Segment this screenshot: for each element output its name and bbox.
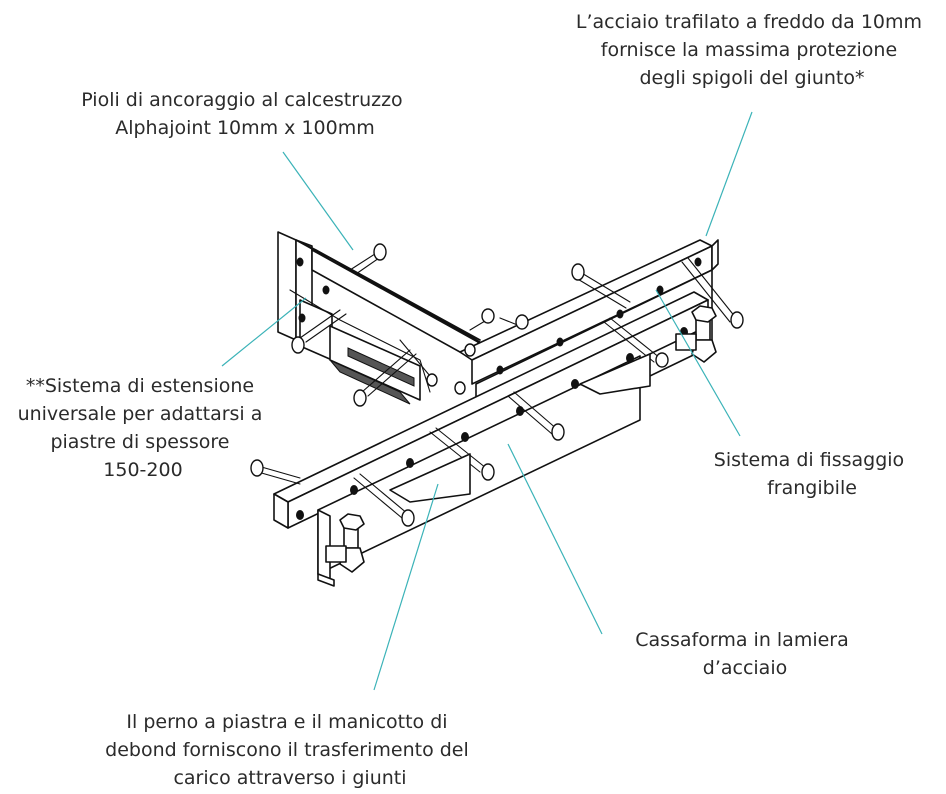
leader-dowel-sleeve (373, 483, 439, 691)
leader-extension-system (221, 297, 307, 367)
label-anchor-studs-line-1: Pioli di ancoraggio al calcestruzzo (81, 89, 402, 111)
label-steel-edge-line-2: fornisce la massima protezione (601, 39, 897, 61)
label-steel-formwork-line-1: Cassaforma in lamiera (635, 629, 849, 651)
label-steel-edge-line-1: L’acciaio trafilato a freddo da 10mm (576, 11, 922, 33)
label-dowel-sleeve-line-3: carico attraverso i giunti (173, 767, 406, 789)
dowel-plate-right (579, 353, 651, 395)
label-dowel-sleeve: Il perno a piastra e il manicotto di deb… (105, 711, 475, 789)
label-frangible-fixing-line-1: Sistema di fissaggio (714, 449, 904, 471)
label-anchor-studs: Pioli di ancoraggio al calcestruzzo Alph… (81, 89, 408, 139)
label-frangible-fixing-line-2: frangibile (767, 477, 857, 499)
leader-steel-formwork (507, 443, 603, 635)
label-steel-formwork: Cassaforma in lamiera d’acciaio (635, 629, 855, 679)
joint-assembly-drawing (250, 231, 744, 587)
label-anchor-studs-line-2: Alphajoint 10mm x 100mm (115, 117, 375, 139)
label-extension-system: **Sistema di estensione universale per a… (18, 375, 269, 481)
leader-steel-edge (705, 111, 753, 237)
extension-bracket (299, 299, 333, 361)
anchor-studs (250, 243, 744, 527)
label-frangible-fixing: Sistema di fissaggio frangibile (714, 449, 910, 499)
label-dowel-sleeve-line-1: Il perno a piastra e il manicotto di (126, 711, 447, 733)
label-extension-system-line-4: 150-200 (103, 459, 182, 481)
frangible-bolts (317, 305, 717, 587)
dowel-plates (389, 353, 651, 503)
label-steel-edge-line-3: degli spigoli del giunto* (640, 67, 865, 89)
label-steel-formwork-line-2: d’acciaio (703, 657, 787, 679)
left-end-plate (277, 231, 297, 341)
leader-frangible-fixing (655, 289, 741, 437)
label-extension-system-line-2: universale per adattarsi a (18, 403, 263, 425)
leader-anchor-studs (282, 151, 354, 251)
label-dowel-sleeve-line-2: debond forniscono il trasferimento del (105, 739, 469, 761)
label-steel-edge: L’acciaio trafilato a freddo da 10mm for… (576, 11, 928, 89)
label-extension-system-line-3: piastre di spessore (50, 431, 229, 453)
label-extension-system-line-1: **Sistema di estensione (26, 375, 254, 397)
leader-lines (221, 111, 753, 691)
back-rail-holes (296, 257, 702, 375)
dowel-plate-front (389, 453, 471, 503)
front-rail-holes (296, 327, 688, 520)
